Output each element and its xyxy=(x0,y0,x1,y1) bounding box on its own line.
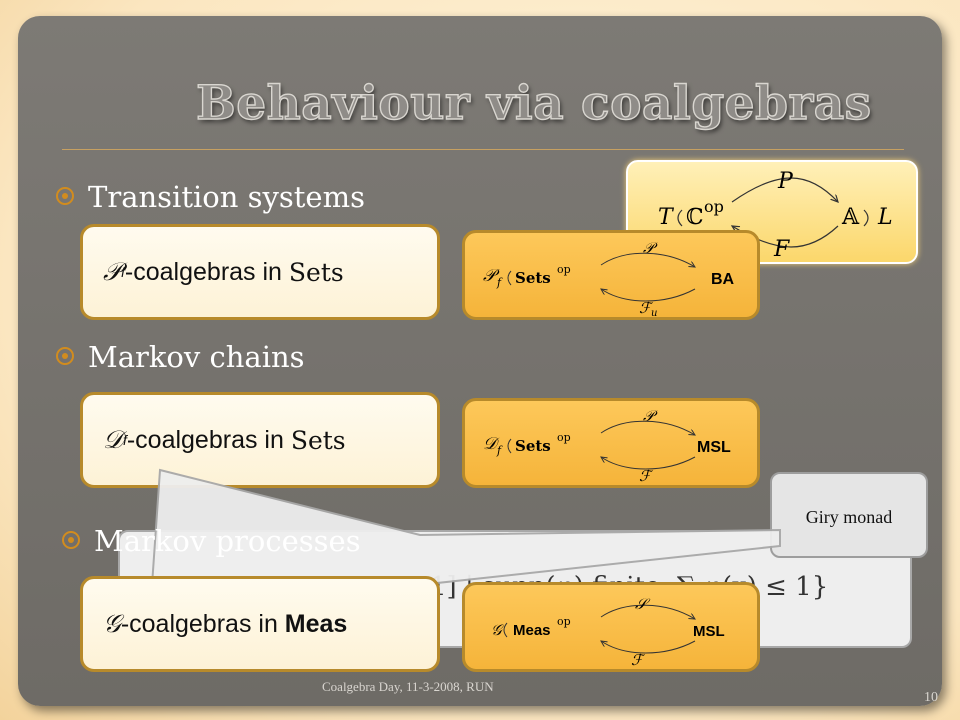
ts-loop-icon xyxy=(507,270,512,286)
mp-left: 𝒢 xyxy=(491,621,504,639)
pf-text: -coalgebras in xyxy=(124,257,289,286)
mp-right: MSL xyxy=(693,623,725,640)
pf-symbol: 𝒫 xyxy=(103,257,122,286)
mc-left: 𝒟 xyxy=(483,434,500,454)
mc-adjunction-diagram: 𝒟 f Sets op 𝒫 ℱ MSL xyxy=(483,407,731,485)
g-category: Meas xyxy=(284,609,348,638)
adj-C: ℂ xyxy=(686,205,704,230)
df-category: Sets xyxy=(290,425,346,455)
bullet-markov-processes: Markov processes xyxy=(62,524,361,558)
page-number: 10 xyxy=(924,690,938,705)
pf-category: Sets xyxy=(288,257,344,287)
bullet-transition-systems: Transition systems xyxy=(56,180,365,214)
mp-cat: Meas xyxy=(513,622,551,639)
g-coalgebras-box: 𝒢 -coalgebras in Meas xyxy=(80,576,440,672)
slide-title: Behaviour via coalgebras xyxy=(195,75,872,131)
diagram-box-mp: 𝒢 Meas op 𝒮 ℱ MSL xyxy=(462,582,760,672)
ts-left-sub: f xyxy=(496,276,503,289)
ts-cat: Sets xyxy=(515,269,551,287)
bullet-markov-chains: Markov chains xyxy=(56,340,305,374)
ts-bottom: ℱ xyxy=(639,299,654,317)
ts-adjunction-diagram: 𝒫 f Sets op 𝒫 ℱ u BA xyxy=(483,239,735,319)
mc-left-sub: f xyxy=(496,444,503,457)
bullet-label: Markov chains xyxy=(88,340,305,374)
g-symbol: 𝒢 xyxy=(103,609,121,638)
adj-P: P xyxy=(777,169,794,194)
diagram-box-mc: 𝒟 f Sets op 𝒫 ℱ MSL xyxy=(462,398,760,488)
g-text: -coalgebras in xyxy=(120,609,285,638)
general-adjunction-diagram: T ℂ op P F 𝔸 L xyxy=(658,169,893,262)
bullet-icon xyxy=(56,347,74,365)
ts-op: op xyxy=(557,263,571,276)
pf-subscript: f xyxy=(121,264,125,280)
general-adjunction-box: T ℂ op P F 𝔸 L xyxy=(626,160,918,264)
adj-F: F xyxy=(773,237,790,262)
mc-op: op xyxy=(557,431,571,444)
diagram-box-ts: 𝒫 f Sets op 𝒫 ℱ u BA xyxy=(462,230,760,320)
mp-op: op xyxy=(557,615,571,628)
mc-cat: Sets xyxy=(515,437,551,455)
giry-label: Giry monad xyxy=(805,507,893,527)
bullet-icon xyxy=(62,531,80,549)
bullet-label: Markov processes xyxy=(94,524,361,558)
mc-bottom: ℱ xyxy=(639,467,654,485)
ts-bottom-sub: u xyxy=(651,308,657,317)
giry-monad-callout: Giry monad xyxy=(770,472,928,558)
mc-loop-icon xyxy=(507,438,512,454)
loop-arrow-left-icon xyxy=(677,209,683,227)
adj-T: T xyxy=(658,205,675,230)
mp-top: 𝒮 xyxy=(635,595,651,613)
mp-bottom: ℱ xyxy=(631,651,646,669)
bullet-icon xyxy=(56,187,74,205)
mc-right: MSL xyxy=(697,439,731,456)
bullet-label: Transition systems xyxy=(88,180,365,214)
adj-op: op xyxy=(704,197,724,216)
slide-footer: Coalgebra Day, 11-3-2008, RUN xyxy=(322,679,494,694)
mp-adjunction-diagram: 𝒢 Meas op 𝒮 ℱ MSL xyxy=(491,595,725,669)
mp-loop-icon xyxy=(503,622,508,638)
title-divider xyxy=(62,149,904,150)
df-subscript: f xyxy=(122,432,127,448)
df-symbol: 𝒟 xyxy=(103,425,123,454)
loop-arrow-right-icon xyxy=(863,209,869,227)
adj-L: L xyxy=(877,205,893,230)
adj-A: 𝔸 xyxy=(841,205,860,230)
ts-right: BA xyxy=(711,271,735,288)
df-text: -coalgebras in xyxy=(126,425,291,454)
